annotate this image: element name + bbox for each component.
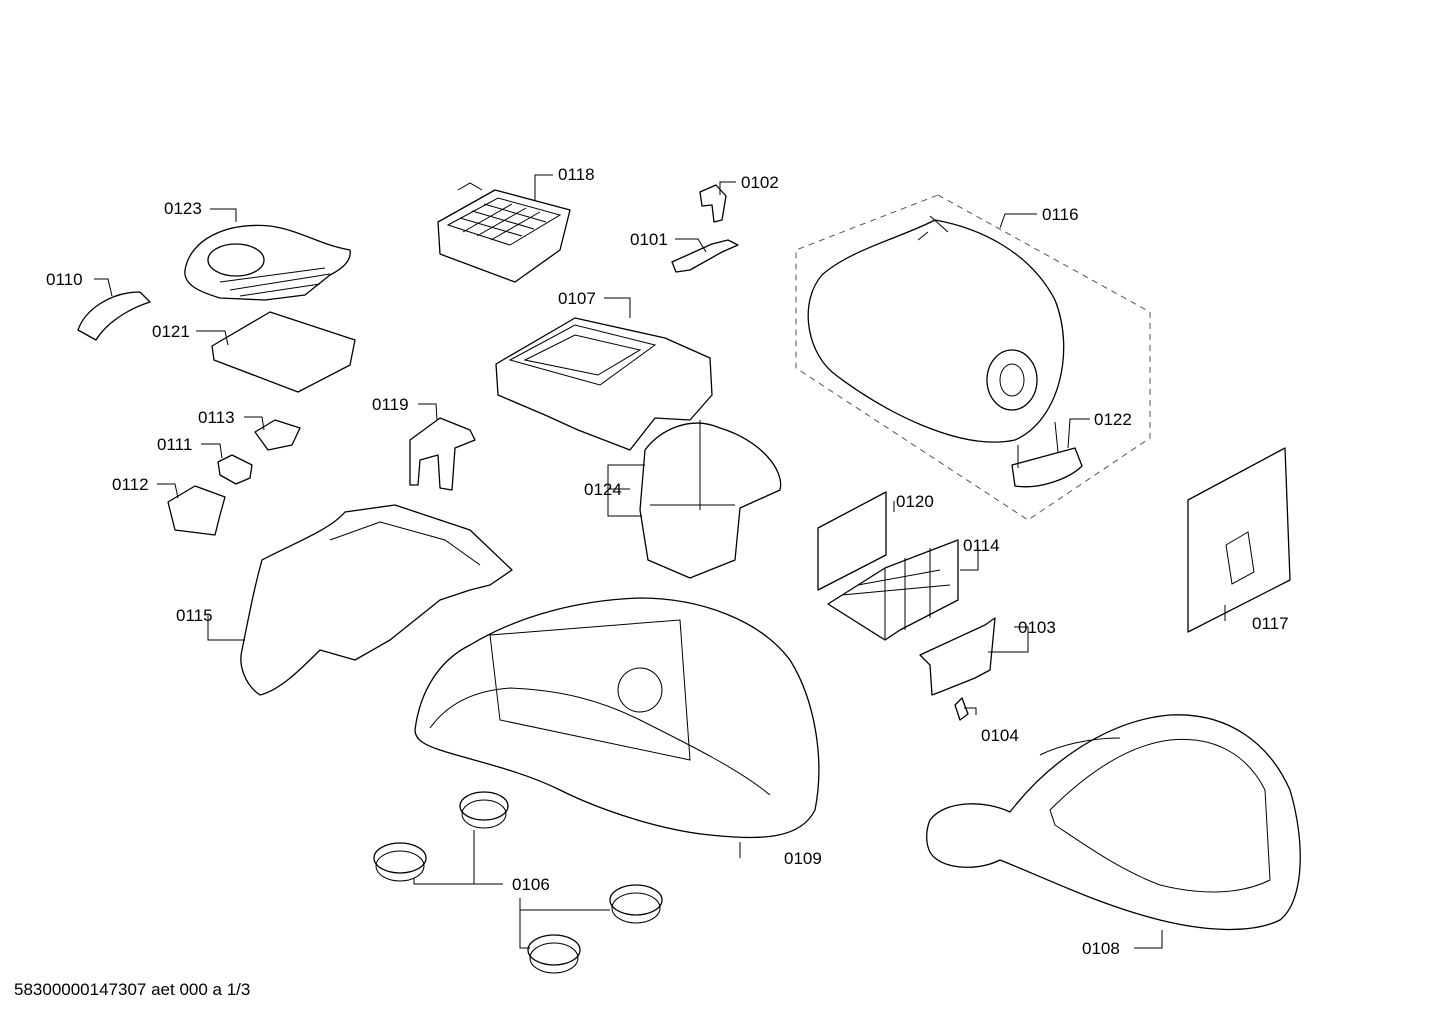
part-0106-wheel-1 [459, 791, 509, 829]
part-0115-rear-housing [240, 504, 513, 696]
part-0106-wheel-4 [527, 934, 581, 974]
part-0109-chassis [414, 597, 820, 839]
part-0110-cap [77, 291, 151, 341]
label-0116: 0116 [1042, 205, 1079, 224]
label-0122: 0122 [1094, 410, 1132, 429]
label-0113: 0113 [198, 408, 235, 427]
label-0102: 0102 [741, 173, 779, 192]
part-0114-frame [827, 539, 959, 641]
part-0111-button [217, 454, 253, 485]
part-0104-small-part [954, 697, 969, 721]
part-0116-cover [807, 215, 1065, 443]
part-0102-clip [699, 184, 727, 223]
part-0122-handle [1011, 421, 1083, 488]
label-0117: 0117 [1252, 614, 1289, 633]
label-0106: 0106 [512, 875, 550, 894]
part-0119-bracket [409, 417, 476, 491]
part-0117-dust-bag [1187, 447, 1291, 633]
cover-assembly-outline [795, 194, 1151, 521]
label-0114: 0114 [963, 536, 1000, 555]
part-0123-top-cover [184, 224, 351, 301]
part-labels: 0118 0102 0101 0116 0123 0110 0121 0107 … [46, 165, 1289, 958]
label-0108: 0108 [1082, 939, 1120, 958]
label-0107: 0107 [558, 289, 596, 308]
label-0123: 0123 [164, 199, 202, 218]
label-0110: 0110 [46, 270, 83, 289]
part-0113-grille [254, 419, 301, 451]
label-0120: 0120 [896, 492, 934, 511]
part-0124-duct [639, 420, 782, 579]
part-0108-base [926, 714, 1301, 931]
leader-lines [94, 174, 1226, 949]
label-0104: 0104 [981, 726, 1019, 745]
label-0109: 0109 [784, 849, 822, 868]
part-0120-filter-sheet [817, 491, 887, 591]
part-0106-wheel-2 [373, 842, 427, 882]
label-0111: 0111 [157, 435, 192, 454]
label-0124: 0124 [584, 480, 622, 499]
part-0121-sheet [211, 311, 356, 393]
label-0103: 0103 [1018, 618, 1056, 637]
part-0106-wheel-3 [609, 884, 663, 924]
document-id: 58300000147307 aet 000 a 1/3 [14, 980, 251, 999]
part-0101-lever [671, 239, 739, 273]
label-0115: 0115 [176, 606, 213, 625]
label-0121: 0121 [152, 322, 190, 341]
label-0101: 0101 [630, 230, 668, 249]
part-0107-housing [495, 317, 713, 451]
label-0119: 0119 [372, 395, 409, 414]
part-0112-grille [167, 485, 226, 536]
part-0103-clip [919, 617, 996, 696]
label-0118: 0118 [558, 165, 595, 184]
label-0112: 0112 [112, 475, 149, 494]
part-0118-filter [437, 182, 571, 283]
